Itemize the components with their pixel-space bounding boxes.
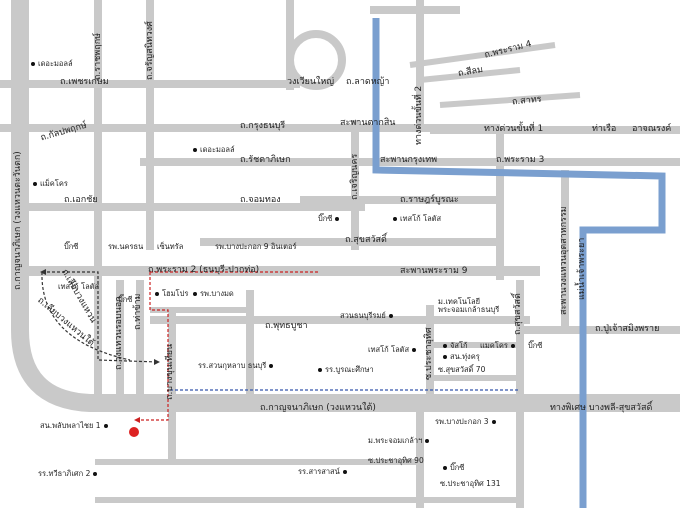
poi-jusco: จัสโก้ bbox=[440, 342, 468, 350]
ratchaphruek-label: ถ.ราชพฤกษ์ bbox=[93, 32, 103, 80]
poi-suan-thon: สวนธนบุรีรมย์ bbox=[340, 312, 396, 320]
phutthabucha-label: ถ.พุทธบูชา bbox=[265, 321, 308, 331]
krungthep-bridge-label: สะพานกรุงเทพ bbox=[380, 155, 438, 165]
soi-suksawat70-label: ซ.สุขสวัสดิ์ 70 bbox=[438, 365, 486, 374]
poi-the-mall-1: เดอะมอลล์ bbox=[28, 60, 73, 68]
tha-ruea-label: ท่าเรือ bbox=[592, 124, 617, 134]
suksawat-label: ถ.สุขสวัสดิ์ bbox=[345, 235, 387, 245]
charansanitwong-label: ถ.จรัญสนิทวงศ์ bbox=[145, 21, 155, 80]
taksin-bridge-label: สะพานตากสิน bbox=[340, 118, 396, 128]
charoen-rat-label: ถ.เจริญนคร bbox=[350, 153, 360, 200]
poi-tesco-3: เทสโก้ โลตัส bbox=[368, 346, 419, 354]
kanchanaphisek-v-label: ถ.กาญจนาภิเษก (วงแหวนตะวันตก) bbox=[13, 151, 23, 290]
kanchanaphisek-road bbox=[11, 0, 680, 412]
krung-thonburi-label: ถ.กรุงธนบุรี bbox=[240, 121, 286, 131]
soi-prachauthit90-label: ซ.ประชาอุทิศ 90 bbox=[368, 456, 424, 465]
poi-mon-thung-khru: ม.พระจอมเกล้าฯ bbox=[368, 437, 432, 445]
prachauthit-label: ซ.ประชาอุทิศ bbox=[424, 327, 434, 380]
poi-tesco-2: เทสโก้ โลตัส bbox=[58, 282, 100, 291]
poi-rr-thawee: รร.ทวีธาภิเศก 2 bbox=[38, 470, 100, 478]
poi-tesco-1: เทสโก้ โลตัส bbox=[390, 215, 441, 223]
poi-makro2: แมคโคร bbox=[480, 342, 518, 350]
destination-marker bbox=[129, 427, 139, 437]
poi-rr-burana: รร.บูรณะศึกษา bbox=[315, 366, 374, 374]
exp-stage2-label: ทางด่วนขั้นที่ 2 bbox=[414, 85, 424, 145]
poi-homepro: โฮมโปร bbox=[152, 290, 188, 298]
exp-stage1-label: ทางด่วนขั้นที่ 1 bbox=[484, 124, 544, 134]
poi-rp-bangmot: รพ.บางมด bbox=[190, 290, 234, 298]
poi-big-c-3: บิ๊กซี bbox=[118, 295, 133, 304]
poi-central: เซ็นทรัล bbox=[157, 242, 184, 251]
poi-big-c-2: บิ๊กซี bbox=[318, 215, 342, 223]
ekkachai-label: ถ.เอกชัย bbox=[64, 195, 98, 205]
rama9-bridge-label: สะพานพระราม 9 bbox=[400, 266, 468, 276]
poi-big-c-1: บิ๊กซี bbox=[64, 242, 79, 251]
anan-label: อาจณรงค์ bbox=[632, 124, 672, 134]
soi-prachauthit131-label: ซ.ประชาอุทิศ 131 bbox=[440, 479, 501, 488]
phetkasem-label: ถ.เพชรเกษม bbox=[60, 77, 109, 87]
poi-rr-suankularb: รร.สวนกุหลาบ ธนบุรี bbox=[198, 362, 276, 370]
thakham-label: ถ.ท่าข้าม bbox=[133, 293, 143, 330]
river-label: แม่น้ำเจ้าพระยา bbox=[577, 237, 587, 300]
poi-sth-rama: สน.พลับพลาไชย 1 bbox=[40, 422, 111, 430]
rama3-label: ถ.พระราม 3 bbox=[496, 155, 545, 165]
poi-bangpakok9: รพ.บางปะกอก 9 อินเตอร์ bbox=[215, 242, 297, 251]
ratchada-label: ถ.รัชดาภิเษก bbox=[240, 155, 291, 165]
poi-kmutt: ม.เทคโนโลยีพระจอมเกล้าธนบุรี bbox=[438, 297, 500, 314]
poi-big-c-4: บิ๊กซี bbox=[528, 341, 543, 350]
rama2-label: ถ.พระราม 2 (ธนบุรี-ปากท่อ) bbox=[148, 265, 260, 275]
kanchanaphisek-label: ถ.กาญจนาภิเษก (วงแหวนใต้) bbox=[260, 403, 376, 413]
kanchana-loop-label: ถ.วงแหวนรอบนอก bbox=[114, 296, 124, 370]
bang-phli-exp-label: ทางพิเศษ บางพลี-สุขสวัสดิ์ bbox=[550, 403, 653, 413]
poi-makro: แม็คโคร bbox=[30, 180, 68, 188]
river bbox=[372, 18, 666, 508]
chom-thong-label: ถ.จอมทอง bbox=[240, 195, 281, 205]
poi-sonkhlong: สน.ทุ่งครุ bbox=[440, 353, 480, 361]
poi-rp-nakhon: รพ.นครธน bbox=[108, 242, 144, 251]
suksawat-v-label: ถ.สุขสวัสดิ์ bbox=[513, 293, 523, 335]
pu-chao-label: ถ.ปู่เจ้าสมิงพราย bbox=[595, 324, 660, 334]
poi-rp-bangprakoang: รพ.บางปะกอก 3 bbox=[435, 418, 499, 426]
bang-khun-thian-label: ถ.บางขุนเทียน bbox=[165, 343, 175, 400]
wongwian-yai-label: วงเวียนใหญ่ bbox=[287, 77, 334, 87]
black-route bbox=[42, 271, 159, 363]
red-route bbox=[135, 272, 169, 421]
rat-burana-label: ถ.ราษฎร์บูรณะ bbox=[400, 195, 459, 205]
poi-big-c-5: บิ๊กซี bbox=[440, 464, 464, 472]
lat-ya-label: ถ.ลาดหญ้า bbox=[346, 77, 390, 87]
poi-rr-satsan: รร.สารสาสน์ bbox=[298, 468, 350, 476]
industrial-ring-label: สะพานวงแหวนอุตสาหกรรม bbox=[559, 206, 569, 315]
poi-the-mall-2: เดอะมอลล์ bbox=[190, 146, 235, 154]
